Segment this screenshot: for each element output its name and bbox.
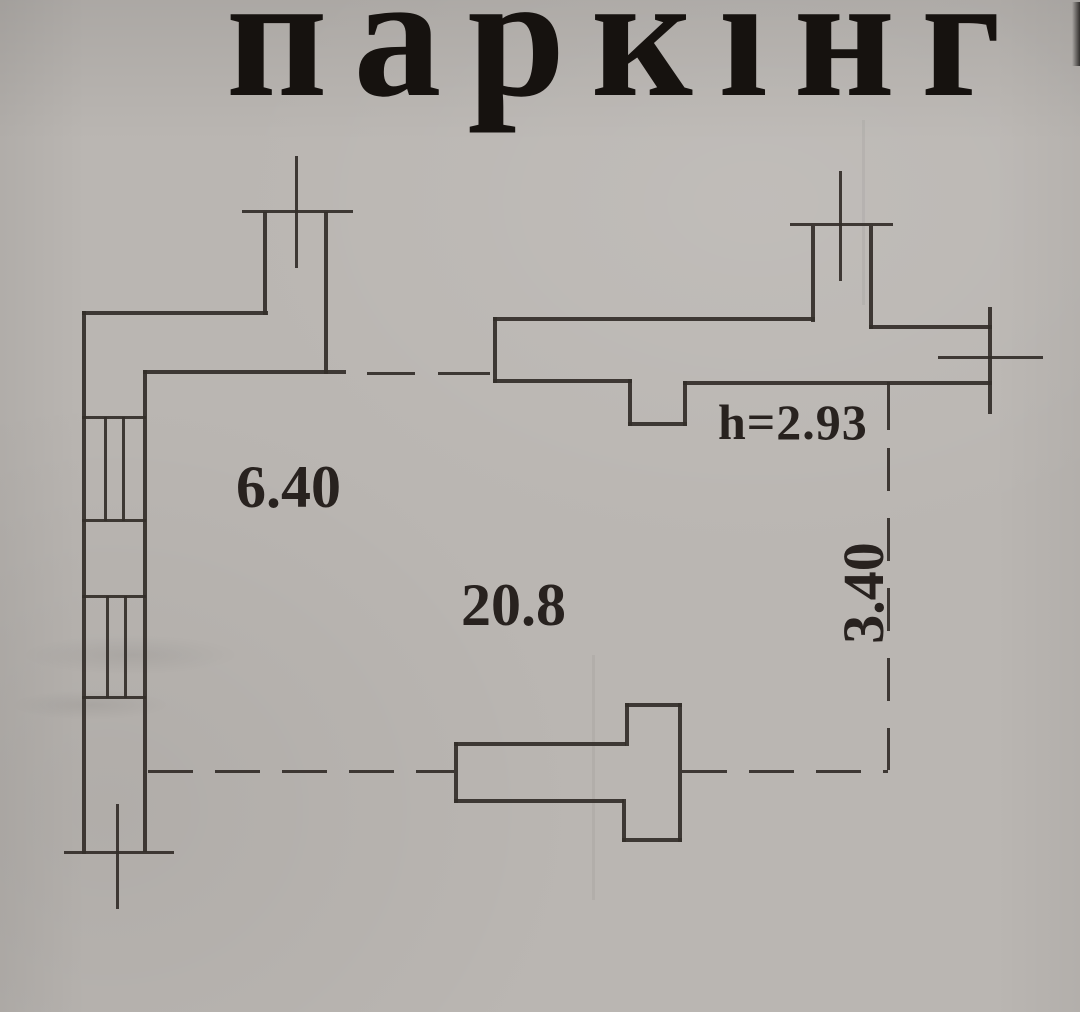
dimension-label-right-depth: 3.40 (831, 542, 896, 644)
window-glazing-line (104, 417, 107, 521)
wall-line (324, 212, 328, 374)
wall-line (493, 317, 815, 321)
pier-line (454, 742, 626, 746)
dimension-label-top-width: 6.40 (236, 454, 341, 520)
wall-line (263, 212, 267, 315)
axis-tick (938, 356, 1043, 359)
area-label-main-room: 20.8 (461, 572, 566, 638)
ceiling-height-label: h=2.93 (718, 394, 868, 450)
window-glazing-line (106, 596, 109, 698)
wall-line (988, 307, 992, 414)
window-glazing-line (122, 417, 125, 521)
wall-line (628, 422, 687, 426)
wall-line (493, 379, 632, 383)
wall-line (82, 311, 86, 854)
dashed-boundary-line (438, 372, 490, 375)
axis-tick (64, 851, 174, 854)
paper-crease (592, 655, 595, 900)
construction-axis-line (295, 156, 298, 268)
wall-line (811, 226, 815, 322)
pier-line (678, 703, 682, 842)
dashed-boundary-start (887, 382, 890, 430)
wall-line (143, 370, 147, 852)
page-title: паркінг (226, 0, 1027, 134)
wall-line (869, 226, 873, 329)
dashed-boundary-line (367, 372, 415, 375)
window-sill-line (82, 595, 146, 598)
pier-line (622, 799, 626, 842)
window-sill-line (82, 416, 146, 419)
wall-line (683, 381, 687, 426)
pier-line (454, 742, 458, 803)
wall-line (869, 325, 992, 329)
dashed-boundary-line (148, 770, 454, 773)
wall-line (628, 379, 632, 426)
window-sill-line (82, 696, 146, 699)
photo-edge-shadow (1072, 2, 1080, 66)
wall-line (143, 370, 346, 374)
window-glazing-line (124, 596, 127, 698)
dashed-boundary-line (887, 448, 890, 770)
window-sill-line (82, 519, 146, 522)
wall-line (82, 311, 268, 315)
pier-line (625, 703, 682, 707)
pier-line (454, 799, 624, 803)
construction-axis-line (839, 171, 842, 281)
paper-smudge (20, 635, 240, 675)
construction-axis-line (116, 804, 119, 909)
pier-line (625, 703, 629, 746)
wall-line (683, 381, 992, 385)
wall-line (493, 317, 497, 383)
pier-line (622, 838, 682, 842)
dashed-boundary-line (682, 770, 888, 773)
paper-crease (862, 120, 865, 305)
